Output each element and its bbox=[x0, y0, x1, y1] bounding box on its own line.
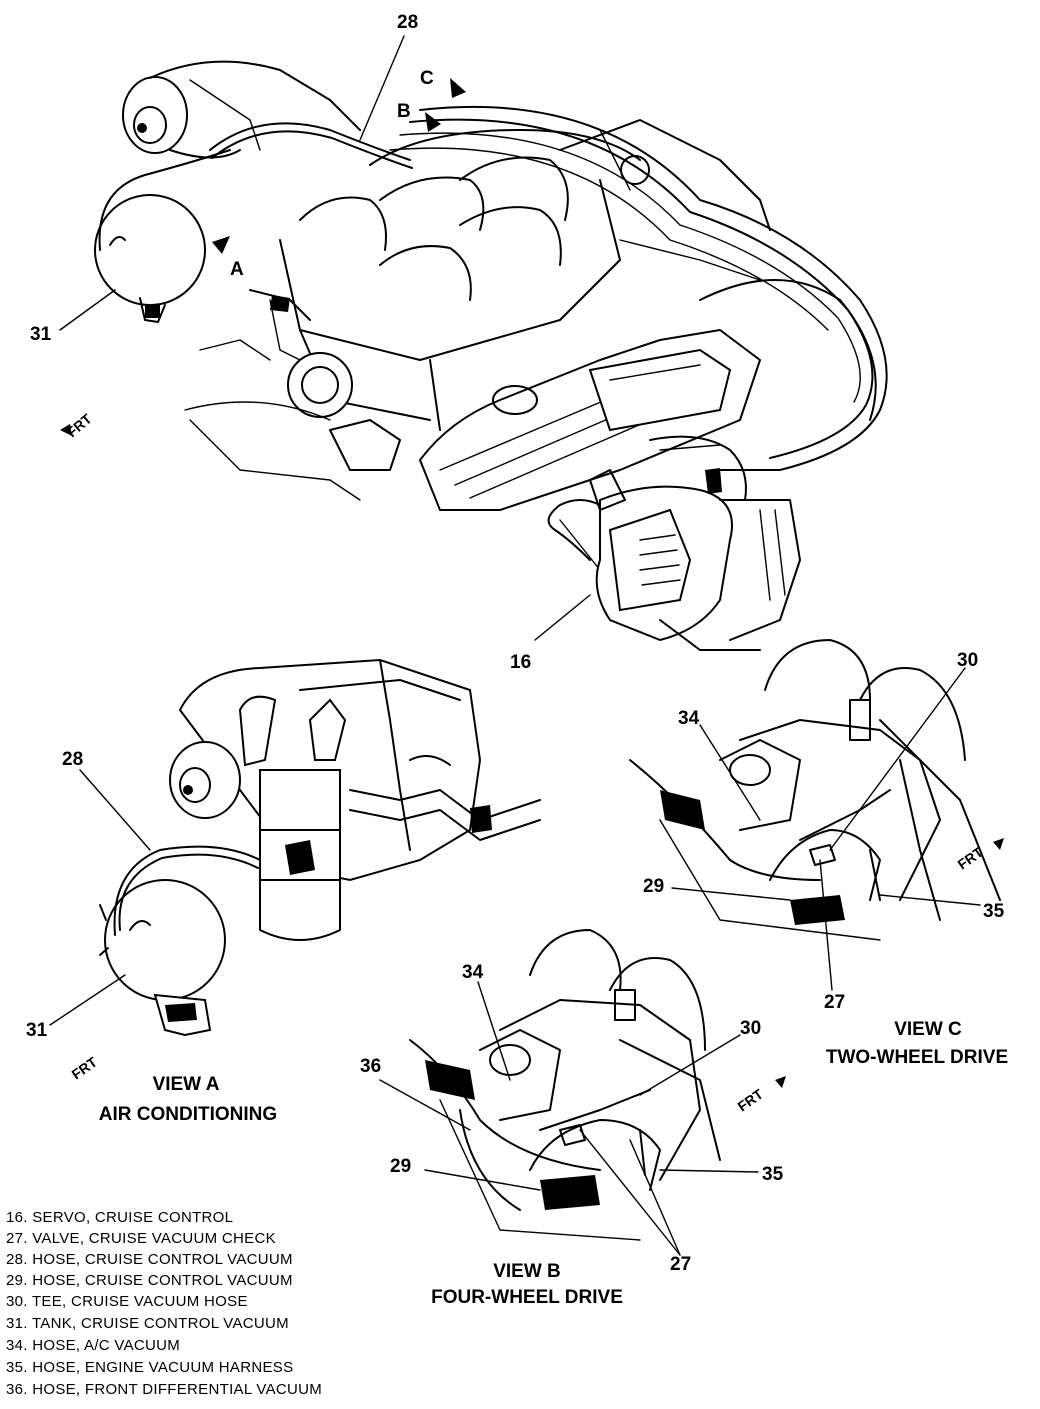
legend-item-27: 27. VALVE, CRUISE VACUUM CHECK bbox=[6, 1230, 276, 1247]
view-b-title: VIEW B bbox=[493, 1261, 561, 1282]
callout-27-view-c: 27 bbox=[824, 992, 845, 1013]
view-c-subtitle: TWO-WHEEL DRIVE bbox=[826, 1047, 1008, 1068]
callout-29-view-c: 29 bbox=[643, 876, 664, 897]
main-callouts: 28 31 16 C B A FRT bbox=[30, 12, 531, 673]
view-c-labels: 30 34 29 35 27 FRT VIEW C TWO-WHEEL DRIV… bbox=[643, 650, 1008, 1068]
legend-item-36: 36. HOSE, FRONT DIFFERENTIAL VACUUM bbox=[6, 1381, 322, 1398]
callout-29-view-b: 29 bbox=[390, 1156, 411, 1177]
legend-item-16: 16. SERVO, CRUISE CONTROL bbox=[6, 1209, 233, 1226]
main-engine-drawing bbox=[59, 35, 888, 651]
parts-legend: 16. SERVO, CRUISE CONTROL 27. VALVE, CRU… bbox=[6, 1209, 322, 1398]
view-c-title: VIEW C bbox=[894, 1019, 962, 1040]
callout-31-view-a: 31 bbox=[26, 1020, 48, 1041]
legend-item-30: 30. TEE, CRUISE VACUUM HOSE bbox=[6, 1293, 248, 1310]
view-a-labels: 28 31 FRT VIEW A AIR CONDITIONING bbox=[26, 749, 277, 1125]
callout-31-main: 31 bbox=[30, 324, 52, 345]
callout-30-view-b: 30 bbox=[740, 1018, 761, 1039]
callout-36-view-b: 36 bbox=[360, 1056, 381, 1077]
callout-30-view-c: 30 bbox=[957, 650, 978, 671]
callout-35-view-b: 35 bbox=[762, 1164, 784, 1185]
legend-item-35: 35. HOSE, ENGINE VACUUM HARNESS bbox=[6, 1359, 293, 1376]
callout-35-view-c: 35 bbox=[983, 901, 1005, 922]
callout-28-main: 28 bbox=[397, 12, 418, 33]
legend-item-34: 34. HOSE, A/C VACUUM bbox=[6, 1337, 180, 1354]
view-a-drawing bbox=[49, 658, 541, 1037]
callout-16-main: 16 bbox=[510, 652, 531, 673]
view-b-labels: 34 30 36 29 35 27 FRT VIEW B FOUR-WHEEL … bbox=[360, 962, 784, 1308]
frt-label-view-b: FRT bbox=[735, 1085, 767, 1114]
view-arrow-b-label: B bbox=[397, 101, 411, 122]
legend-item-29: 29. HOSE, CRUISE CONTROL VACUUM bbox=[6, 1272, 293, 1289]
callout-34-view-c: 34 bbox=[678, 708, 700, 729]
legend-item-28: 28. HOSE, CRUISE CONTROL VACUUM bbox=[6, 1251, 293, 1268]
frt-label-view-a: FRT bbox=[69, 1053, 101, 1082]
view-c-drawing bbox=[629, 639, 1004, 991]
callout-28-view-a: 28 bbox=[62, 749, 83, 770]
callout-27-view-b: 27 bbox=[670, 1254, 691, 1275]
frt-label-view-c: FRT bbox=[955, 843, 987, 872]
view-arrow-a-label: A bbox=[230, 259, 244, 280]
callout-34-view-b: 34 bbox=[462, 962, 484, 983]
legend-item-31: 31. TANK, CRUISE CONTROL VACUUM bbox=[6, 1315, 289, 1332]
view-b-subtitle: FOUR-WHEEL DRIVE bbox=[431, 1287, 623, 1308]
frt-label-main: FRT bbox=[64, 410, 95, 440]
view-arrow-c-label: C bbox=[420, 68, 434, 89]
view-a-subtitle: AIR CONDITIONING bbox=[99, 1104, 277, 1125]
view-b-drawing bbox=[379, 929, 786, 1256]
view-a-title: VIEW A bbox=[153, 1074, 220, 1095]
